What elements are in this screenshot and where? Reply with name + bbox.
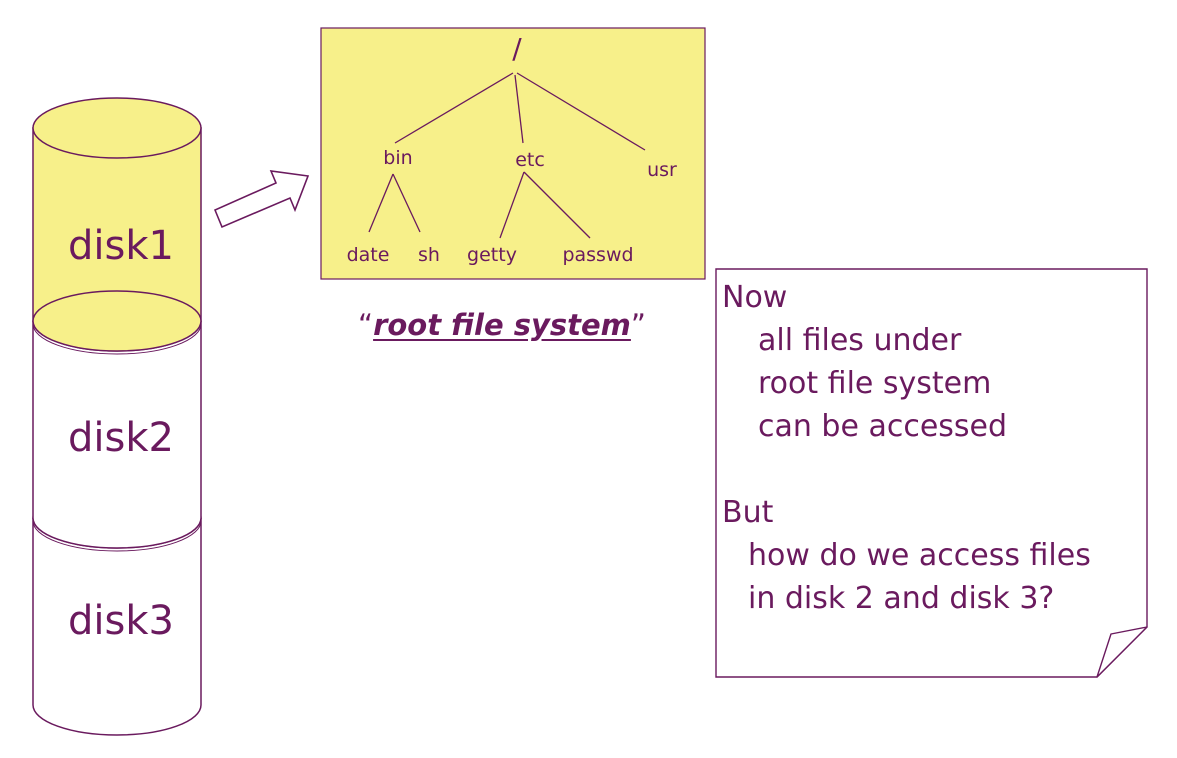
caption-text: root file system [373,308,631,342]
note-line-now: Now [722,280,788,315]
disk-stack: disk3 disk2 disk1 [32,97,202,736]
root-file-system-tree: / bin etc usr date sh getty passwd [320,27,706,280]
tree-node-root: / [512,32,522,65]
note-text: Now all files under root file system can… [722,276,1142,620]
note-card [715,268,1148,678]
note-line-how: how do we access files [748,538,1091,573]
tree-node-bin: bin [383,147,412,169]
disk1-cylinder: disk1 [32,97,202,355]
tree-background [320,27,706,280]
caption-open-quote: “ [358,308,374,342]
disk3-label: disk3 [68,598,174,644]
disk2-cylinder: disk2 [32,321,202,549]
root-file-system-caption: “root file system” [352,308,652,342]
disk2-label: disk2 [68,415,174,461]
tree-node-usr: usr [647,159,677,181]
arrow-right-icon [213,170,310,229]
note-line-accessed: can be accessed [758,409,1008,444]
note-line-disks: in disk 2 and disk 3? [748,581,1055,616]
disk1-label: disk1 [68,223,174,269]
note-line-but: But [722,495,774,530]
note-line-all-files: all files under [758,323,962,358]
tree-node-sh: sh [418,244,440,266]
note-spacer [722,448,1142,491]
note-line-root-fs: root file system [758,366,992,401]
folded-page-corner-icon [1096,626,1148,678]
tree-edges [368,72,646,239]
tree-node-date: date [347,244,390,266]
tree-node-passwd: passwd [562,244,633,266]
tree-node-getty: getty [467,244,517,266]
caption-close-quote: ” [630,308,646,342]
tree-node-etc: etc [515,149,545,171]
